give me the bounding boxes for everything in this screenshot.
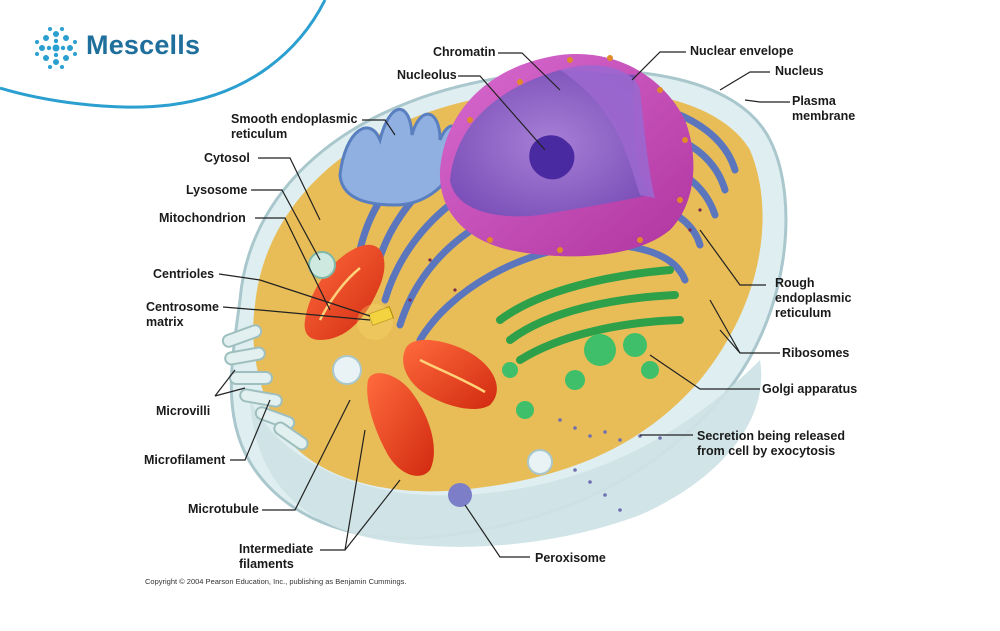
label-intermediate-filaments: Intermediate filaments: [239, 542, 313, 572]
centriole-shape: [367, 305, 395, 327]
vesicle-shape-2: [527, 449, 553, 475]
label-microfilament: Microfilament: [144, 453, 226, 467]
label-rough-er-line2: endoplasmic: [775, 291, 852, 305]
label-centrosome-matrix-line1: Centrosome: [146, 300, 219, 314]
mitochondrion-shape-3: [367, 373, 434, 476]
label-mitochondrion: Mitochondrion: [159, 211, 246, 225]
vesicle-shape: [332, 355, 362, 385]
label-golgi: Golgi apparatus: [762, 382, 858, 396]
leader-lines: [214, 51, 790, 558]
label-centrosome-matrix-line2: matrix: [146, 315, 184, 329]
label-peroxisome: Peroxisome: [535, 551, 606, 565]
nucleolus-shape: [529, 135, 575, 180]
label-intermediate-filaments-line2: filaments: [239, 557, 294, 571]
label-centrioles: Centrioles: [153, 267, 215, 281]
label-rough-er-line3: reticulum: [775, 306, 832, 320]
centrosome-matrix-shape: [357, 304, 393, 340]
label-plasma-membrane-line1: Plasma: [792, 94, 836, 108]
lysosome-shape: [308, 251, 336, 279]
label-smooth-er-line1: Smooth endoplasmic: [231, 112, 358, 126]
label-centrosome-matrix: Centrosome matrix: [146, 300, 219, 330]
header-swoosh: [0, 0, 325, 108]
nucleus-cut-right: [560, 65, 655, 198]
label-rough-er: Rough endoplasmic reticulum: [775, 276, 851, 321]
cell-cut-face: [250, 360, 762, 547]
peroxisome-shape: [448, 483, 472, 507]
label-smooth-er-line2: reticulum: [231, 127, 288, 141]
label-microtubule: Microtubule: [188, 502, 259, 516]
copyright-text: Copyright © 2004 Pearson Education, Inc.…: [145, 577, 407, 586]
label-chromatin: Chromatin: [433, 45, 496, 59]
label-plasma-membrane: Plasma membrane: [792, 94, 855, 124]
mitochondrion-shape-2: [403, 339, 497, 410]
label-microvilli: Microvilli: [156, 404, 211, 418]
golgi-vesicles: [502, 333, 659, 419]
label-smooth-er: Smooth endoplasmic reticulum: [231, 112, 357, 142]
microvilli-shape: [221, 324, 309, 451]
label-secretion-line2: from cell by exocytosis: [697, 444, 836, 458]
label-ribosomes: Ribosomes: [782, 346, 850, 360]
label-plasma-membrane-line2: membrane: [792, 109, 856, 123]
label-nuclear-envelope: Nuclear envelope: [690, 44, 794, 58]
label-cytosol: Cytosol: [204, 151, 250, 165]
label-secretion: Secretion being released from cell by ex…: [697, 429, 845, 459]
secretion-dots: [558, 418, 662, 512]
nuclear-pores: [467, 55, 688, 253]
label-lysosome: Lysosome: [186, 183, 248, 197]
smooth-er-shape: [338, 107, 460, 207]
label-intermediate-filaments-line1: Intermediate: [239, 542, 314, 556]
cell-dots-logo-icon: [35, 27, 77, 69]
header-swoosh-line: [0, 0, 327, 109]
label-nucleus: Nucleus: [775, 64, 824, 78]
golgi-shape: [496, 266, 684, 364]
label-rough-er-line1: Rough: [775, 276, 815, 290]
label-secretion-line1: Secretion being released: [697, 429, 845, 443]
brand-name: Mescells: [86, 30, 201, 60]
label-nucleolus: Nucleolus: [397, 68, 457, 82]
